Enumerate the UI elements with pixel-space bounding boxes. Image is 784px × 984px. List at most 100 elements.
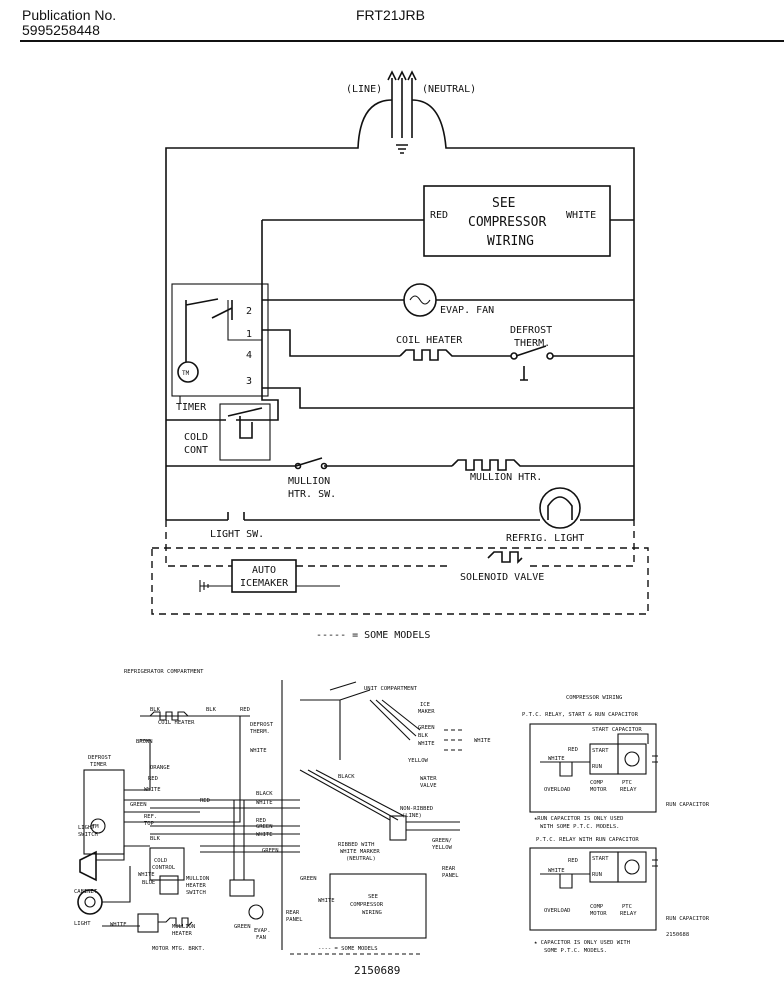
diagram-number: 2150689 xyxy=(354,964,400,977)
model-number: FRT21JRB xyxy=(356,7,425,23)
wire-label-green-4: GREEN xyxy=(234,924,251,930)
non-ribbed-label-2: (LINE) xyxy=(402,813,422,819)
light-switch-icon xyxy=(79,850,97,882)
run-label-2: RUN xyxy=(592,872,602,878)
refrig-light-label: REFRIG. LIGHT xyxy=(506,533,584,544)
compressor-wiring-title: COMPRESSOR WIRING xyxy=(566,695,622,701)
timer-box xyxy=(171,283,269,397)
compressor-ref-number: 2150688 xyxy=(666,932,689,938)
compressor-box-line-1: SEE xyxy=(492,196,515,211)
pictorial-tm-label: TM xyxy=(92,824,99,830)
pictorial-coil-heater-label: COIL HEATER xyxy=(158,720,195,726)
pictorial-defrost-therm-1: DEFROST xyxy=(250,722,274,728)
pictorial-compressor-box xyxy=(329,873,427,939)
terminal-4: 4 xyxy=(246,350,252,361)
wire-label-black-2: BLACK xyxy=(338,774,355,780)
wire-label-brown: BROWN xyxy=(136,739,153,745)
cold-cont-label-2: CONT xyxy=(184,445,208,456)
ref-top-label-1: REF. xyxy=(144,814,157,820)
wire-label-green-6: GREEN xyxy=(418,725,435,731)
wire-label-white-2: WHITE xyxy=(144,787,161,793)
wire-label-yellow: YELLOW xyxy=(408,758,429,764)
non-ribbed-label-1: NON-RIBBED xyxy=(400,806,433,812)
wire-label-orange: ORANGE xyxy=(150,765,170,771)
terminal-3: 3 xyxy=(246,376,252,387)
wire-label-red-1: RED xyxy=(240,707,250,713)
start-label-1: START xyxy=(592,748,609,754)
evap-fan-icon xyxy=(403,283,437,317)
pictorial-evap-fan-1: EVAP. xyxy=(254,928,271,934)
compressor-white-2: WHITE xyxy=(548,868,565,874)
run-capacitor-label-1: RUN CAPACITOR xyxy=(666,802,710,808)
wire-label-white-8: WHITE xyxy=(418,741,435,747)
wire-label-green-2: GREEN xyxy=(256,824,273,830)
terminal-block xyxy=(389,815,407,841)
wire-label-white-6: WHITE xyxy=(138,872,155,878)
white-wire-label: WHITE xyxy=(566,210,596,221)
start-label-2: START xyxy=(592,856,609,862)
cabinet-light-label-2: LIGHT xyxy=(74,921,91,927)
ribbed-label-1: RIBBED WITH xyxy=(338,842,374,848)
header-rule xyxy=(20,40,784,42)
terminal-1: 1 xyxy=(246,329,252,340)
run-capacitor-label-2: RUN CAPACITOR xyxy=(666,916,710,922)
tm-label: TM xyxy=(182,370,190,377)
compressor-subtitle-2: P.T.C. RELAY WITH RUN CAPACITOR xyxy=(536,837,639,843)
defrost-timer-label-2: TIMER xyxy=(90,762,107,768)
legend-some-models: ----- = SOME MODELS xyxy=(316,630,430,641)
defrost-timer-label-1: DEFROST xyxy=(88,755,112,761)
wire-label-blue: BLUE xyxy=(142,880,155,886)
wire-label-black-1: BLACK xyxy=(256,791,273,797)
rear-panel-label-4: PANEL xyxy=(286,917,303,923)
compressor-wiring: COMPRESSOR WIRING P.T.C. RELAY, START & … xyxy=(522,695,710,954)
defrost-timer-box xyxy=(83,769,125,855)
wire-label-red-3: RED xyxy=(200,798,210,804)
wire-label-blk-2: BLK xyxy=(206,707,217,713)
pictorial-diagram: REFRIGERATOR COMPARTMENT UNIT COMPARTMEN… xyxy=(74,669,491,977)
schematic: (LINE) (NEUTRAL) SEE COMPRESSOR WIRING R… xyxy=(151,70,649,641)
refrig-light-icon xyxy=(539,487,581,529)
ribbed-label-2: WHITE MARKER xyxy=(340,849,380,855)
wire-label-green-3: GREEN xyxy=(262,848,279,854)
rear-panel-label-3: REAR xyxy=(286,910,300,916)
mullion-heater-switch-2: HEATER xyxy=(186,883,207,889)
wire-label-green-1: GREEN xyxy=(130,802,147,808)
mullion-htr-sw-label-2: HTR. SW. xyxy=(288,489,336,500)
green-yellow-label-1: GREEN/ xyxy=(432,838,452,844)
mullion-heater-label-1: MULLION xyxy=(172,924,195,930)
light-switch-label-1: LIGHT xyxy=(78,825,95,831)
pictorial-see-compressor-3: WIRING xyxy=(362,910,382,916)
wire-label-blk-3: BLK xyxy=(150,836,161,842)
pictorial-defrost-therm-2: THERM. xyxy=(250,729,270,735)
publication-label: Publication No. xyxy=(22,7,117,23)
mullion-heater-switch-3: SWITCH xyxy=(186,890,206,896)
compressor-white-1: WHITE xyxy=(548,756,565,762)
mullion-htr-label: MULLION HTR. xyxy=(470,472,542,483)
ptc-relay-2-b: RELAY xyxy=(620,911,637,917)
unit-compartment-label: UNIT COMPARTMENT xyxy=(364,686,418,692)
auto-icemaker-box xyxy=(231,559,297,593)
plug-icon xyxy=(387,70,417,154)
motor-mtg-brkt-label: MOTOR MTG. BRKT. xyxy=(152,946,205,952)
water-valve-label-1: WATER xyxy=(420,776,437,782)
note-1-line-1: ★RUN CAPACITOR IS ONLY USED xyxy=(534,816,623,822)
red-wire-label: RED xyxy=(430,210,448,221)
mullion-heater-switch-1: MULLION xyxy=(186,876,209,882)
cold-control-icon xyxy=(149,847,185,881)
light-sw-label: LIGHT SW. xyxy=(210,529,264,540)
green-yellow-label-2: YELLOW xyxy=(432,845,453,851)
pictorial-legend: ---- = SOME MODELS xyxy=(318,946,378,952)
compressor-box xyxy=(423,185,611,257)
pictorial-see-compressor-1: SEE xyxy=(368,894,378,900)
publication-number: 5995258448 xyxy=(22,22,100,38)
wire-label-red-4: RED xyxy=(256,818,266,824)
run-label-1: RUN xyxy=(592,764,602,770)
wire-label-white-5: WHITE xyxy=(110,922,127,928)
rear-panel-label-2: PANEL xyxy=(442,873,459,879)
cold-cont-label-1: COLD xyxy=(184,432,208,443)
overload-label-1: OVERLOAD xyxy=(544,787,571,793)
wire-label-blk-4: BLK xyxy=(418,733,429,739)
wire-label-white-3: WHITE xyxy=(256,800,273,806)
note-2-line-2: SOME P.T.C. MODELS. xyxy=(544,948,607,954)
